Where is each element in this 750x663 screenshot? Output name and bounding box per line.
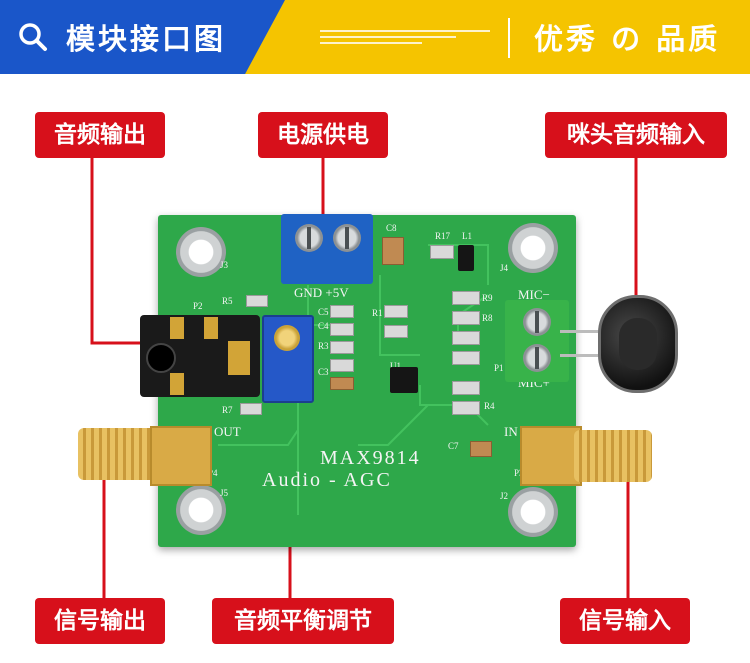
ref-c7: C7 (448, 441, 459, 451)
ref-r1: R1 (372, 308, 383, 318)
ref-p2: P2 (193, 301, 203, 311)
ref-c5: C5 (318, 307, 329, 317)
ref-c3: C3 (318, 367, 329, 377)
mounting-hole-top-left (176, 227, 226, 277)
pcb-traces (218, 244, 489, 515)
audio-jack-3-5mm (140, 315, 260, 397)
balance-trimmer-potentiometer (262, 315, 314, 403)
label-audio-balance: 音频平衡调节 (212, 598, 394, 644)
resistor-r9 (452, 291, 480, 305)
header-decoration (320, 30, 490, 50)
header-slogan: 优秀 の 品质 (534, 22, 721, 56)
mounting-hole-bottom-left (176, 485, 226, 535)
jack-pin-4 (228, 341, 250, 375)
mounting-hole-top-right (508, 223, 558, 273)
sma-connector-in-thread (574, 430, 652, 482)
mic-lead-top (560, 330, 602, 333)
capacitor-c8 (382, 237, 404, 265)
screw-mic-minus (523, 308, 551, 336)
jack-pin-3 (170, 373, 184, 395)
screw-mic-plus (523, 344, 551, 372)
ref-j2: J2 (500, 491, 509, 501)
capacitor-c3 (330, 377, 354, 390)
resistor-r6 (452, 381, 480, 395)
header-blue-panel (0, 0, 285, 74)
ref-p3: P3 (514, 468, 524, 478)
power-terminal-block (281, 214, 373, 284)
ref-r9: R9 (482, 293, 493, 303)
sma-connector-in-base (520, 426, 582, 486)
resistor-r17 (430, 245, 454, 259)
label-power-supply: 电源供电 (258, 112, 388, 158)
electret-microphone (598, 295, 678, 393)
silk-mic-minus: MIC− (518, 287, 550, 302)
label-audio-output: 音频输出 (35, 112, 165, 158)
trimmer-knob (274, 325, 300, 351)
header-divider (508, 18, 510, 58)
silk-board-title: Audio - AGC (262, 469, 392, 491)
silk-power-pins: GND +5V (294, 285, 349, 300)
ref-j3: J3 (220, 260, 229, 270)
search-icon (19, 23, 47, 51)
mic-lead-bottom (560, 354, 602, 357)
mic-terminal-block (505, 300, 569, 382)
label-signal-output: 信号输出 (35, 598, 165, 644)
screw-5v (333, 224, 361, 252)
ref-p4: P4 (208, 468, 218, 478)
resistor-r5 (246, 295, 268, 307)
capacitor-c5 (330, 305, 354, 318)
ref-c8: C8 (386, 223, 397, 233)
ref-r7: R7 (222, 405, 233, 415)
ref-r4: R4 (484, 401, 495, 411)
sma-connector-out-base (150, 426, 212, 486)
silk-out: OUT (214, 424, 241, 439)
capacitor-c4 (330, 323, 354, 336)
label-mic-audio-input: 咪头音频输入 (545, 112, 727, 158)
header-title: 模块接口图 (66, 22, 227, 56)
resistor-r1 (384, 305, 408, 318)
chip-u1-max9814 (390, 367, 418, 393)
resistor-r10 (452, 351, 480, 365)
mic-capsule (619, 318, 657, 370)
capacitor-c7 (470, 441, 492, 457)
ref-u1: U1 (390, 361, 401, 371)
ref-p1: P1 (494, 363, 504, 373)
resistor-r2 (384, 325, 408, 338)
header-banner: 模块接口图 优秀 の 品质 (0, 0, 750, 74)
ref-j5: J5 (220, 488, 229, 498)
ref-l1: L1 (462, 231, 472, 241)
jack-socket (146, 343, 176, 373)
ref-r5: R5 (222, 296, 233, 306)
resistor-r4 (452, 401, 480, 415)
ref-r17: R17 (435, 231, 451, 241)
jack-pin-1 (170, 317, 184, 339)
inductor-l1 (458, 245, 474, 271)
resistor-r3 (330, 341, 354, 354)
silk-in: IN (504, 424, 518, 439)
resistor-r11 (452, 331, 480, 345)
resistor-r8 (452, 311, 480, 325)
label-signal-input: 信号输入 (560, 598, 690, 644)
screw-gnd (295, 224, 323, 252)
resistor-r3b (330, 359, 354, 372)
resistor-r7 (240, 403, 262, 415)
sma-connector-out-thread (78, 428, 156, 480)
ref-j4: J4 (500, 263, 509, 273)
mounting-hole-bottom-right (508, 487, 558, 537)
ref-r8: R8 (482, 313, 493, 323)
silk-chip-name: MAX9814 (320, 447, 421, 469)
jack-pin-2 (204, 317, 218, 339)
ref-c4: C4 (318, 321, 329, 331)
ref-r3: R3 (318, 341, 329, 351)
